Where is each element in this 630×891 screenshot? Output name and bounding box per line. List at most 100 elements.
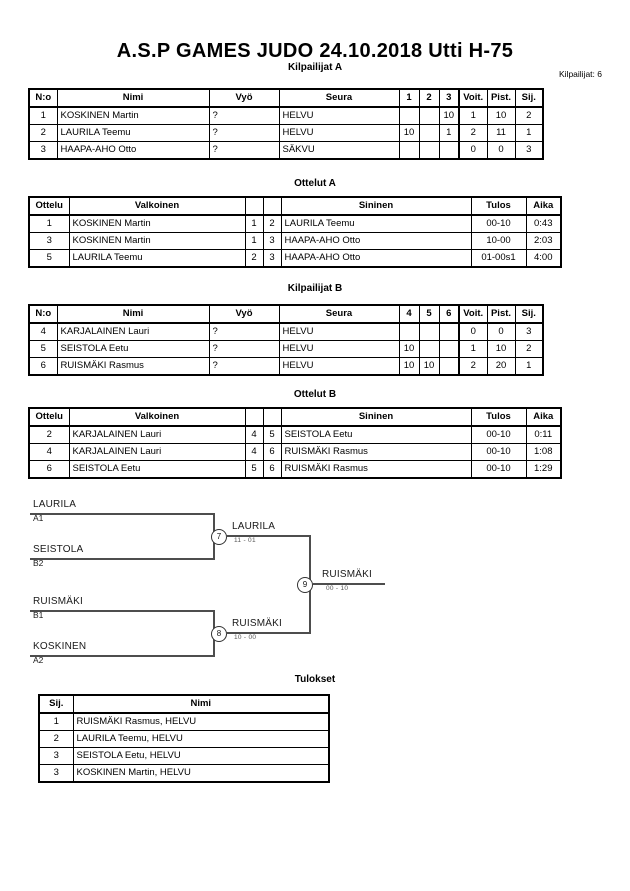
matches-a-cell-white-no: 1 bbox=[244, 214, 264, 233]
pool-a-cell-m1: 10 bbox=[398, 124, 420, 142]
matches-a-cell-time: 4:00 bbox=[525, 249, 562, 268]
matches-b-cell-white-no: 5 bbox=[244, 460, 264, 479]
bracket-line bbox=[226, 535, 311, 537]
matches-a-cell-match: 5 bbox=[28, 249, 70, 268]
matches-b-col-blue: Sininen bbox=[280, 407, 472, 427]
table-row: 1 KOSKINEN Martin ? HELVU 10 1 10 2 bbox=[28, 106, 544, 125]
pool-a-cell-no: 3 bbox=[28, 141, 58, 160]
bracket-entry-name: RUISMÄKI bbox=[33, 596, 83, 607]
matches-a-cell-blue: HAAPA-AHO Otto bbox=[280, 232, 472, 250]
matches-b-cell-blue-no: 6 bbox=[262, 443, 282, 461]
pool-b-cell-m1: 10 bbox=[398, 357, 420, 376]
results-cell-name: SEISTOLA Eetu, HELVU bbox=[72, 747, 330, 765]
pool-b-cell-club: HELVU bbox=[278, 340, 400, 358]
pool-a-cell-points: 0 bbox=[486, 141, 516, 160]
pool-a-table: N:o Nimi Vyö Seura 1 2 3 Voit. Pist. Sij… bbox=[28, 88, 544, 160]
section-caption-matches-b: Ottelut B bbox=[293, 389, 337, 400]
bracket-score: 11 - 01 bbox=[234, 537, 256, 544]
section-caption-results: Tulokset bbox=[294, 674, 336, 685]
bracket-line bbox=[226, 632, 311, 634]
pool-a-col-m2: 2 bbox=[418, 88, 440, 108]
bracket-line bbox=[30, 513, 215, 515]
results-col-rank: Sij. bbox=[38, 694, 74, 714]
pool-a-cell-m1 bbox=[398, 141, 420, 160]
table-row: 3 SEISTOLA Eetu, HELVU bbox=[38, 747, 330, 765]
pool-b-col-no: N:o bbox=[28, 304, 58, 324]
table-row: 3 KOSKINEN Martin 1 3 HAAPA-AHO Otto 10-… bbox=[28, 232, 562, 250]
pool-b-col-belt: Vyö bbox=[208, 304, 280, 324]
pool-a-cell-name: KOSKINEN Martin bbox=[56, 106, 210, 125]
bracket-entry-seed: A1 bbox=[33, 513, 44, 523]
pool-a-cell-name: LAURILA Teemu bbox=[56, 124, 210, 142]
pool-b-cell-name: KARJALAINEN Lauri bbox=[56, 322, 210, 341]
pool-a-cell-no: 2 bbox=[28, 124, 58, 142]
matches-b-cell-time: 0:11 bbox=[525, 425, 562, 444]
matches-a-cell-result: 10-00 bbox=[470, 232, 527, 250]
bracket-entry-seed: B1 bbox=[33, 610, 44, 620]
pool-b-cell-m2: 10 bbox=[418, 357, 440, 376]
pool-a-cell-points: 10 bbox=[486, 106, 516, 125]
pool-b-cell-club: HELVU bbox=[278, 357, 400, 376]
pool-a-cell-m3: 10 bbox=[438, 106, 460, 125]
table-row: 3 HAAPA-AHO Otto ? SÄKVU 0 0 3 bbox=[28, 141, 544, 160]
table-row: 4 KARJALAINEN Lauri ? HELVU 0 0 3 bbox=[28, 322, 544, 341]
pool-b-cell-no: 4 bbox=[28, 322, 58, 341]
pool-b-cell-wins: 1 bbox=[458, 340, 488, 358]
results-cell-rank: 2 bbox=[38, 730, 74, 748]
pool-b-cell-rank: 1 bbox=[514, 357, 544, 376]
pool-a-cell-belt: ? bbox=[208, 141, 280, 160]
matches-a-col-blue: Sininen bbox=[280, 196, 472, 216]
table-row: 5 SEISTOLA Eetu ? HELVU 10 1 10 2 bbox=[28, 340, 544, 358]
pool-b-cell-name: RUISMÄKI Rasmus bbox=[56, 357, 210, 376]
results-cell-rank: 1 bbox=[38, 712, 74, 731]
results-col-name: Nimi bbox=[72, 694, 330, 714]
bracket-line bbox=[30, 655, 215, 657]
matches-a-cell-white: KOSKINEN Martin bbox=[68, 232, 246, 250]
matches-b-cell-result: 00-10 bbox=[470, 443, 527, 461]
matches-b-cell-white-no: 4 bbox=[244, 443, 264, 461]
matches-b-cell-white: KARJALAINEN Lauri bbox=[68, 443, 246, 461]
pool-b-cell-belt: ? bbox=[208, 357, 280, 376]
bracket-entry-name: SEISTOLA bbox=[33, 544, 84, 555]
table-row: 1 KOSKINEN Martin 1 2 LAURILA Teemu 00-1… bbox=[28, 214, 562, 233]
pool-b-cell-m3 bbox=[438, 322, 460, 341]
pool-b-cell-name: SEISTOLA Eetu bbox=[56, 340, 210, 358]
matches-a-cell-match: 3 bbox=[28, 232, 70, 250]
bracket-score: 10 - 00 bbox=[234, 634, 257, 641]
bracket-score: 00 - 10 bbox=[326, 585, 349, 592]
matches-a-cell-blue-no: 3 bbox=[262, 232, 282, 250]
matches-b-cell-result: 00-10 bbox=[470, 425, 527, 444]
pool-a-cell-belt: ? bbox=[208, 124, 280, 142]
matches-a-header-row: Ottelu Valkoinen Sininen Tulos Aika bbox=[28, 196, 562, 216]
bracket-winner-name: LAURILA bbox=[232, 521, 276, 532]
matches-a-cell-blue: LAURILA Teemu bbox=[280, 214, 472, 233]
bracket-entry-name: KOSKINEN bbox=[33, 641, 87, 652]
pool-a-col-club: Seura bbox=[278, 88, 400, 108]
matches-b-cell-result: 00-10 bbox=[470, 460, 527, 479]
results-cell-name: RUISMÄKI Rasmus, HELVU bbox=[72, 712, 330, 731]
table-row: 6 SEISTOLA Eetu 5 6 RUISMÄKI Rasmus 00-1… bbox=[28, 460, 562, 479]
matches-a-col-time: Aika bbox=[525, 196, 562, 216]
matches-a-col-result: Tulos bbox=[470, 196, 527, 216]
matches-b-cell-blue: SEISTOLA Eetu bbox=[280, 425, 472, 444]
pool-b-col-name: Nimi bbox=[56, 304, 210, 324]
section-caption-pool-b: Kilpailijat B bbox=[287, 283, 343, 294]
matches-a-col-match: Ottelu bbox=[28, 196, 70, 216]
results-table: Sij. Nimi 1 RUISMÄKI Rasmus, HELVU 2 LAU… bbox=[38, 694, 330, 783]
matches-a-cell-blue-no: 2 bbox=[262, 214, 282, 233]
table-row: 2 LAURILA Teemu ? HELVU 10 1 2 11 1 bbox=[28, 124, 544, 142]
bracket-entry-seed: A2 bbox=[33, 655, 44, 665]
matches-b-cell-blue-no: 6 bbox=[262, 460, 282, 479]
matches-a-cell-result: 00-10 bbox=[470, 214, 527, 233]
table-row: 5 LAURILA Teemu 2 3 HAAPA-AHO Otto 01-00… bbox=[28, 249, 562, 268]
results-cell-name: LAURILA Teemu, HELVU bbox=[72, 730, 330, 748]
pool-b-cell-m2 bbox=[418, 340, 440, 358]
matches-a-col-blue-no bbox=[262, 196, 282, 216]
pool-b-cell-wins: 2 bbox=[458, 357, 488, 376]
pool-a-cell-rank: 3 bbox=[514, 141, 544, 160]
matches-b-table: Ottelu Valkoinen Sininen Tulos Aika 2 KA… bbox=[28, 407, 562, 479]
matches-b-col-match: Ottelu bbox=[28, 407, 70, 427]
matches-a-cell-blue: HAAPA-AHO Otto bbox=[280, 249, 472, 268]
matches-a-cell-white: KOSKINEN Martin bbox=[68, 214, 246, 233]
matches-b-col-white: Valkoinen bbox=[68, 407, 246, 427]
